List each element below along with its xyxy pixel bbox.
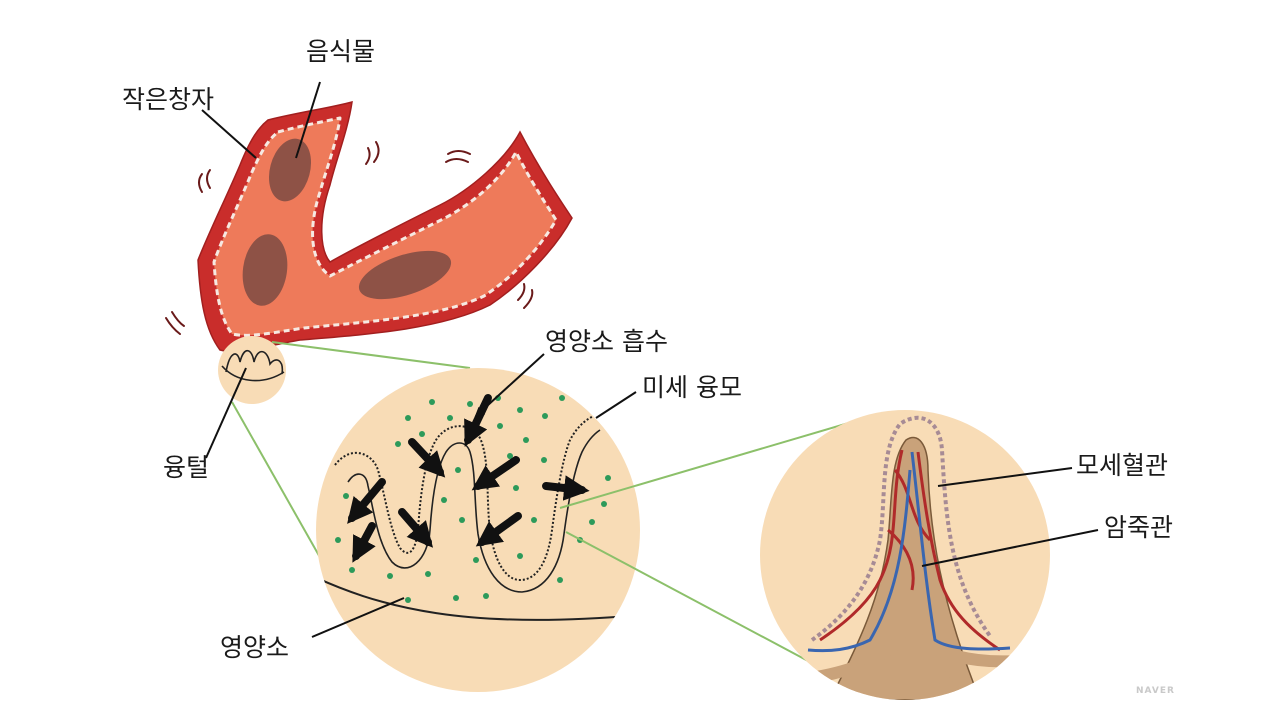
small-intestine <box>165 100 573 353</box>
villus-squiggle <box>221 349 285 382</box>
watermark: NAVER <box>1136 686 1175 696</box>
zoom-lines-2 <box>559 421 853 663</box>
villi-outline-inner <box>347 429 601 593</box>
food-blob <box>268 138 312 202</box>
villus-boundary <box>810 415 992 642</box>
leader-lines <box>201 81 1099 638</box>
lacteal-vessel <box>807 451 1011 653</box>
label-small-intestine: 작은창자 <box>122 85 214 114</box>
intestine-wall-curve <box>316 569 640 621</box>
label-lacteal: 암죽관 <box>1104 513 1173 542</box>
label-villus: 융털 <box>163 453 209 482</box>
food-blob <box>358 250 452 300</box>
motion-lines <box>165 141 534 335</box>
label-microvilli: 미세 융모 <box>642 373 742 402</box>
food-blob <box>242 234 288 306</box>
label-nutrient-absorption: 영양소 흡수 <box>545 327 668 356</box>
absorption-arrows <box>347 394 590 563</box>
capillaries <box>819 449 1001 652</box>
label-nutrients: 영양소 <box>220 633 289 662</box>
label-food: 음식물 <box>306 37 375 66</box>
villus-core <box>828 436 982 700</box>
villus-source-circle <box>218 336 286 404</box>
label-capillaries: 모세혈관 <box>1076 451 1168 480</box>
zoom-lines-1 <box>231 341 471 576</box>
nutrient-dots <box>335 395 611 603</box>
